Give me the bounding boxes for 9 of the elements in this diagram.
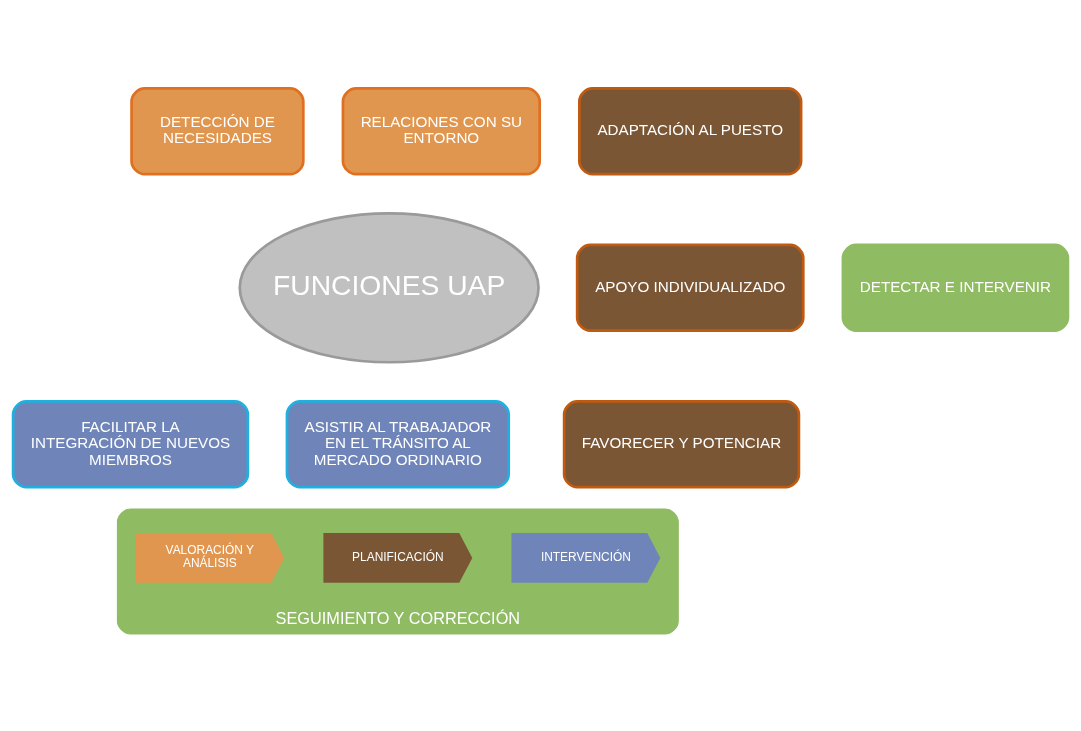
node-box: DETECTAR E INTERVENIR bbox=[841, 243, 1070, 333]
node-box: ASISTIR AL TRABAJADOR EN EL TRÁNSITO AL MERCADO ORDINARIO bbox=[285, 400, 511, 489]
node-box: FAVORECER Y POTENCIAR bbox=[562, 400, 801, 489]
node-ellipse: FUNCIONES UAP bbox=[238, 212, 540, 364]
node-box: FACILITAR LA INTEGRACIÓN DE NUEVOS MIEMBROS bbox=[11, 400, 250, 489]
node-box: DETECCIÓN DE NECESIDADES bbox=[130, 87, 305, 176]
node-box: ADAPTACIÓN AL PUESTO bbox=[578, 87, 803, 176]
node-box: RELACIONES CON SU ENTORNO bbox=[341, 87, 542, 176]
node-box: APOYO INDIVIDUALIZADO bbox=[575, 243, 805, 333]
